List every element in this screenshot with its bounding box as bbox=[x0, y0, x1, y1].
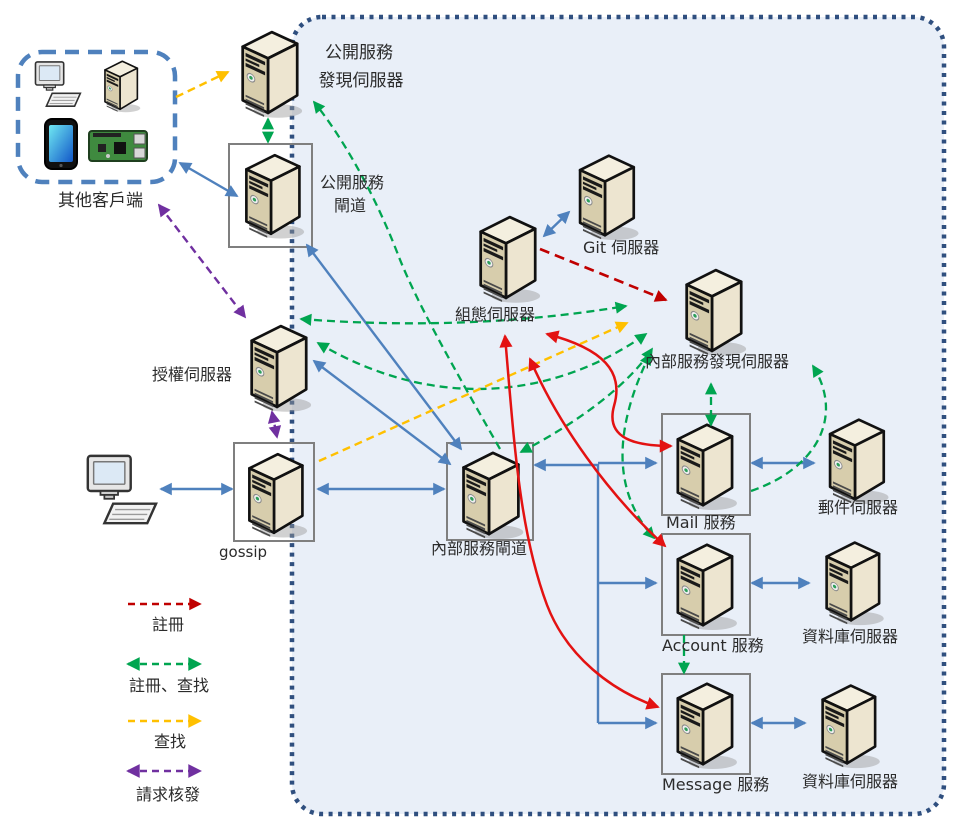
mail-service-label: Mail 服務 bbox=[666, 513, 736, 532]
account-service-label: Account 服務 bbox=[662, 636, 764, 655]
legend: 註冊 註冊、查找 查找 請求核發 bbox=[126, 597, 209, 804]
public-gateway-label-line2: 閘道 bbox=[334, 196, 366, 215]
config-server-label: 組態伺服器 bbox=[455, 305, 535, 324]
mail-server-label: 郵件伺服器 bbox=[818, 498, 898, 517]
smartphone-icon bbox=[44, 118, 78, 170]
public-discovery-label-line2: 發現伺服器 bbox=[319, 71, 404, 91]
internal-gateway-label: 內部服務閘道 bbox=[431, 539, 527, 558]
link-auth-internal-gateway bbox=[312, 359, 452, 466]
other-clients-label: 其他客戶端 bbox=[58, 191, 143, 211]
public-discovery-label-line1: 公開服務 bbox=[325, 43, 393, 63]
internal-discovery-label: 內部服務發現伺服器 bbox=[645, 352, 789, 371]
public-gateway-label-line1: 公開服務 bbox=[320, 173, 384, 192]
legend-register-lookup-label: 註冊、查找 bbox=[129, 676, 209, 695]
link-internal-gateway-public-discovery bbox=[312, 100, 501, 450]
auth-server-label: 授權伺服器 bbox=[152, 365, 232, 384]
legend-request-issue-label: 請求核發 bbox=[136, 785, 200, 804]
account-service-frame bbox=[661, 533, 751, 636]
link-clients-auth bbox=[157, 203, 247, 319]
link-clients-public-gateway bbox=[178, 161, 239, 198]
link-config-message-service bbox=[499, 334, 660, 710]
gossip-frame bbox=[233, 442, 315, 542]
legend-register-label: 註冊 bbox=[152, 615, 184, 634]
link-config-internal-discovery-register bbox=[539, 247, 668, 302]
link-mail-internal-discovery bbox=[750, 364, 828, 493]
db-server-message-label: 資料庫伺服器 bbox=[802, 772, 898, 791]
message-service-frame bbox=[661, 673, 751, 775]
link-config-git bbox=[542, 210, 571, 238]
message-service-label: Message 服務 bbox=[662, 775, 769, 794]
link-gossip-internal-discovery-lookup bbox=[318, 321, 629, 463]
gossip-client-desktop-icon bbox=[86, 454, 158, 525]
git-server-label: Git 伺服器 bbox=[583, 238, 659, 257]
raspberry-pi-icon bbox=[88, 130, 148, 162]
link-clients-public-discovery-lookup bbox=[175, 70, 230, 99]
legend-lookup-label: 查找 bbox=[154, 732, 186, 751]
link-auth-gossip bbox=[267, 410, 282, 439]
gossip-label: gossip bbox=[219, 543, 267, 561]
db-server-account-label: 資料庫伺服器 bbox=[802, 627, 898, 646]
link-auth-internal-discovery-1 bbox=[299, 301, 628, 326]
